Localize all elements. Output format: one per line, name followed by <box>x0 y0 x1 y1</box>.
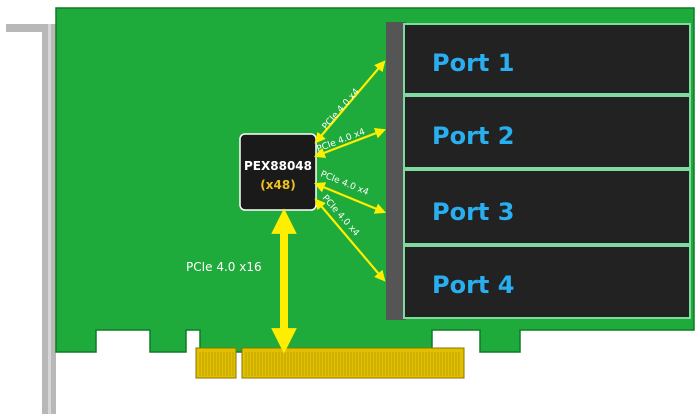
port-4-link-arrow <box>314 198 386 282</box>
host-link-label: PCIe 4.0 x16 <box>186 260 262 274</box>
port-1-label: Port 1 <box>432 49 514 77</box>
port-connector-frame <box>386 22 406 320</box>
chip-name: PEX88048 <box>244 159 312 173</box>
edge-connector <box>195 347 465 379</box>
port-2: Port 2 <box>403 95 691 169</box>
port-3: Port 3 <box>403 169 691 245</box>
port-2-label: Port 2 <box>432 122 514 150</box>
port-1: Port 1 <box>403 23 691 95</box>
port-2-link-arrow <box>313 128 387 158</box>
switch-chip: PEX88048 (x48) <box>239 133 317 211</box>
port-3-label: Port 3 <box>432 198 514 226</box>
port-4: Port 4 <box>403 245 691 319</box>
port-4-label: Port 4 <box>432 271 514 299</box>
chip-lanes: (x48) <box>260 178 295 192</box>
mounting-bracket <box>6 24 56 414</box>
